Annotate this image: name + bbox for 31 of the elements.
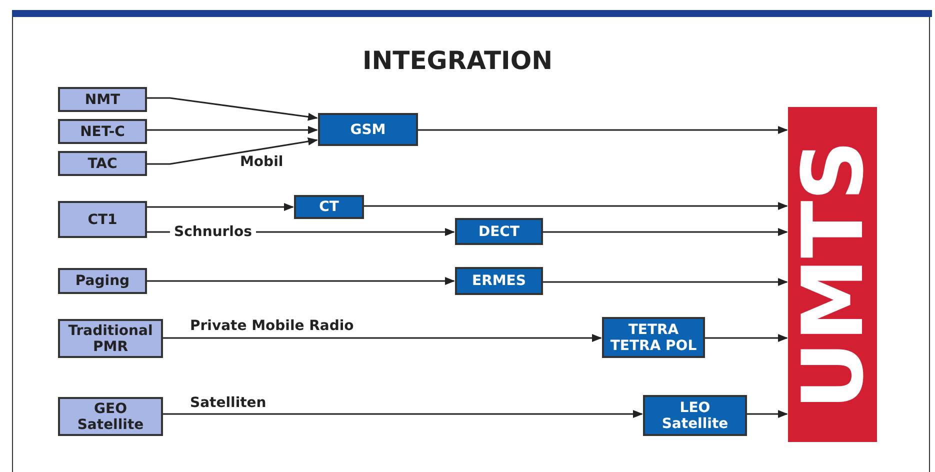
- technology-box: GSM: [318, 113, 418, 146]
- technology-box: LEO Satellite: [643, 395, 747, 436]
- arrow: [705, 334, 788, 342]
- technology-box: TETRA TETRA POL: [602, 317, 705, 358]
- arrow: [418, 126, 788, 134]
- arrow: [543, 278, 788, 286]
- edge-label: Private Mobile Radio: [190, 318, 354, 334]
- technology-box: ERMES: [455, 267, 543, 295]
- arrow: [543, 228, 788, 236]
- target-bar: UMTS: [788, 107, 877, 442]
- arrow: [747, 410, 788, 418]
- edge-label: Satelliten: [190, 395, 266, 411]
- source-box: GEO Satellite: [58, 397, 163, 436]
- group-label: Mobil: [240, 154, 284, 170]
- arrow: [147, 203, 294, 211]
- source-box: TAC: [58, 151, 147, 176]
- source-box: CT1: [58, 201, 147, 238]
- arrow: [364, 202, 788, 210]
- technology-box: DECT: [455, 218, 543, 245]
- arrow: [147, 97, 318, 121]
- arrow: [147, 138, 318, 165]
- arrow: [147, 277, 455, 285]
- source-box: NET-C: [58, 119, 147, 144]
- source-box: NMT: [58, 87, 147, 112]
- arrow: [163, 334, 602, 342]
- source-box: Paging: [58, 268, 147, 294]
- technology-box: CT: [294, 195, 364, 219]
- title: INTEGRATION: [361, 46, 554, 75]
- arrow: [163, 410, 643, 418]
- arrow: [147, 126, 318, 134]
- source-box: Traditional PMR: [58, 319, 163, 358]
